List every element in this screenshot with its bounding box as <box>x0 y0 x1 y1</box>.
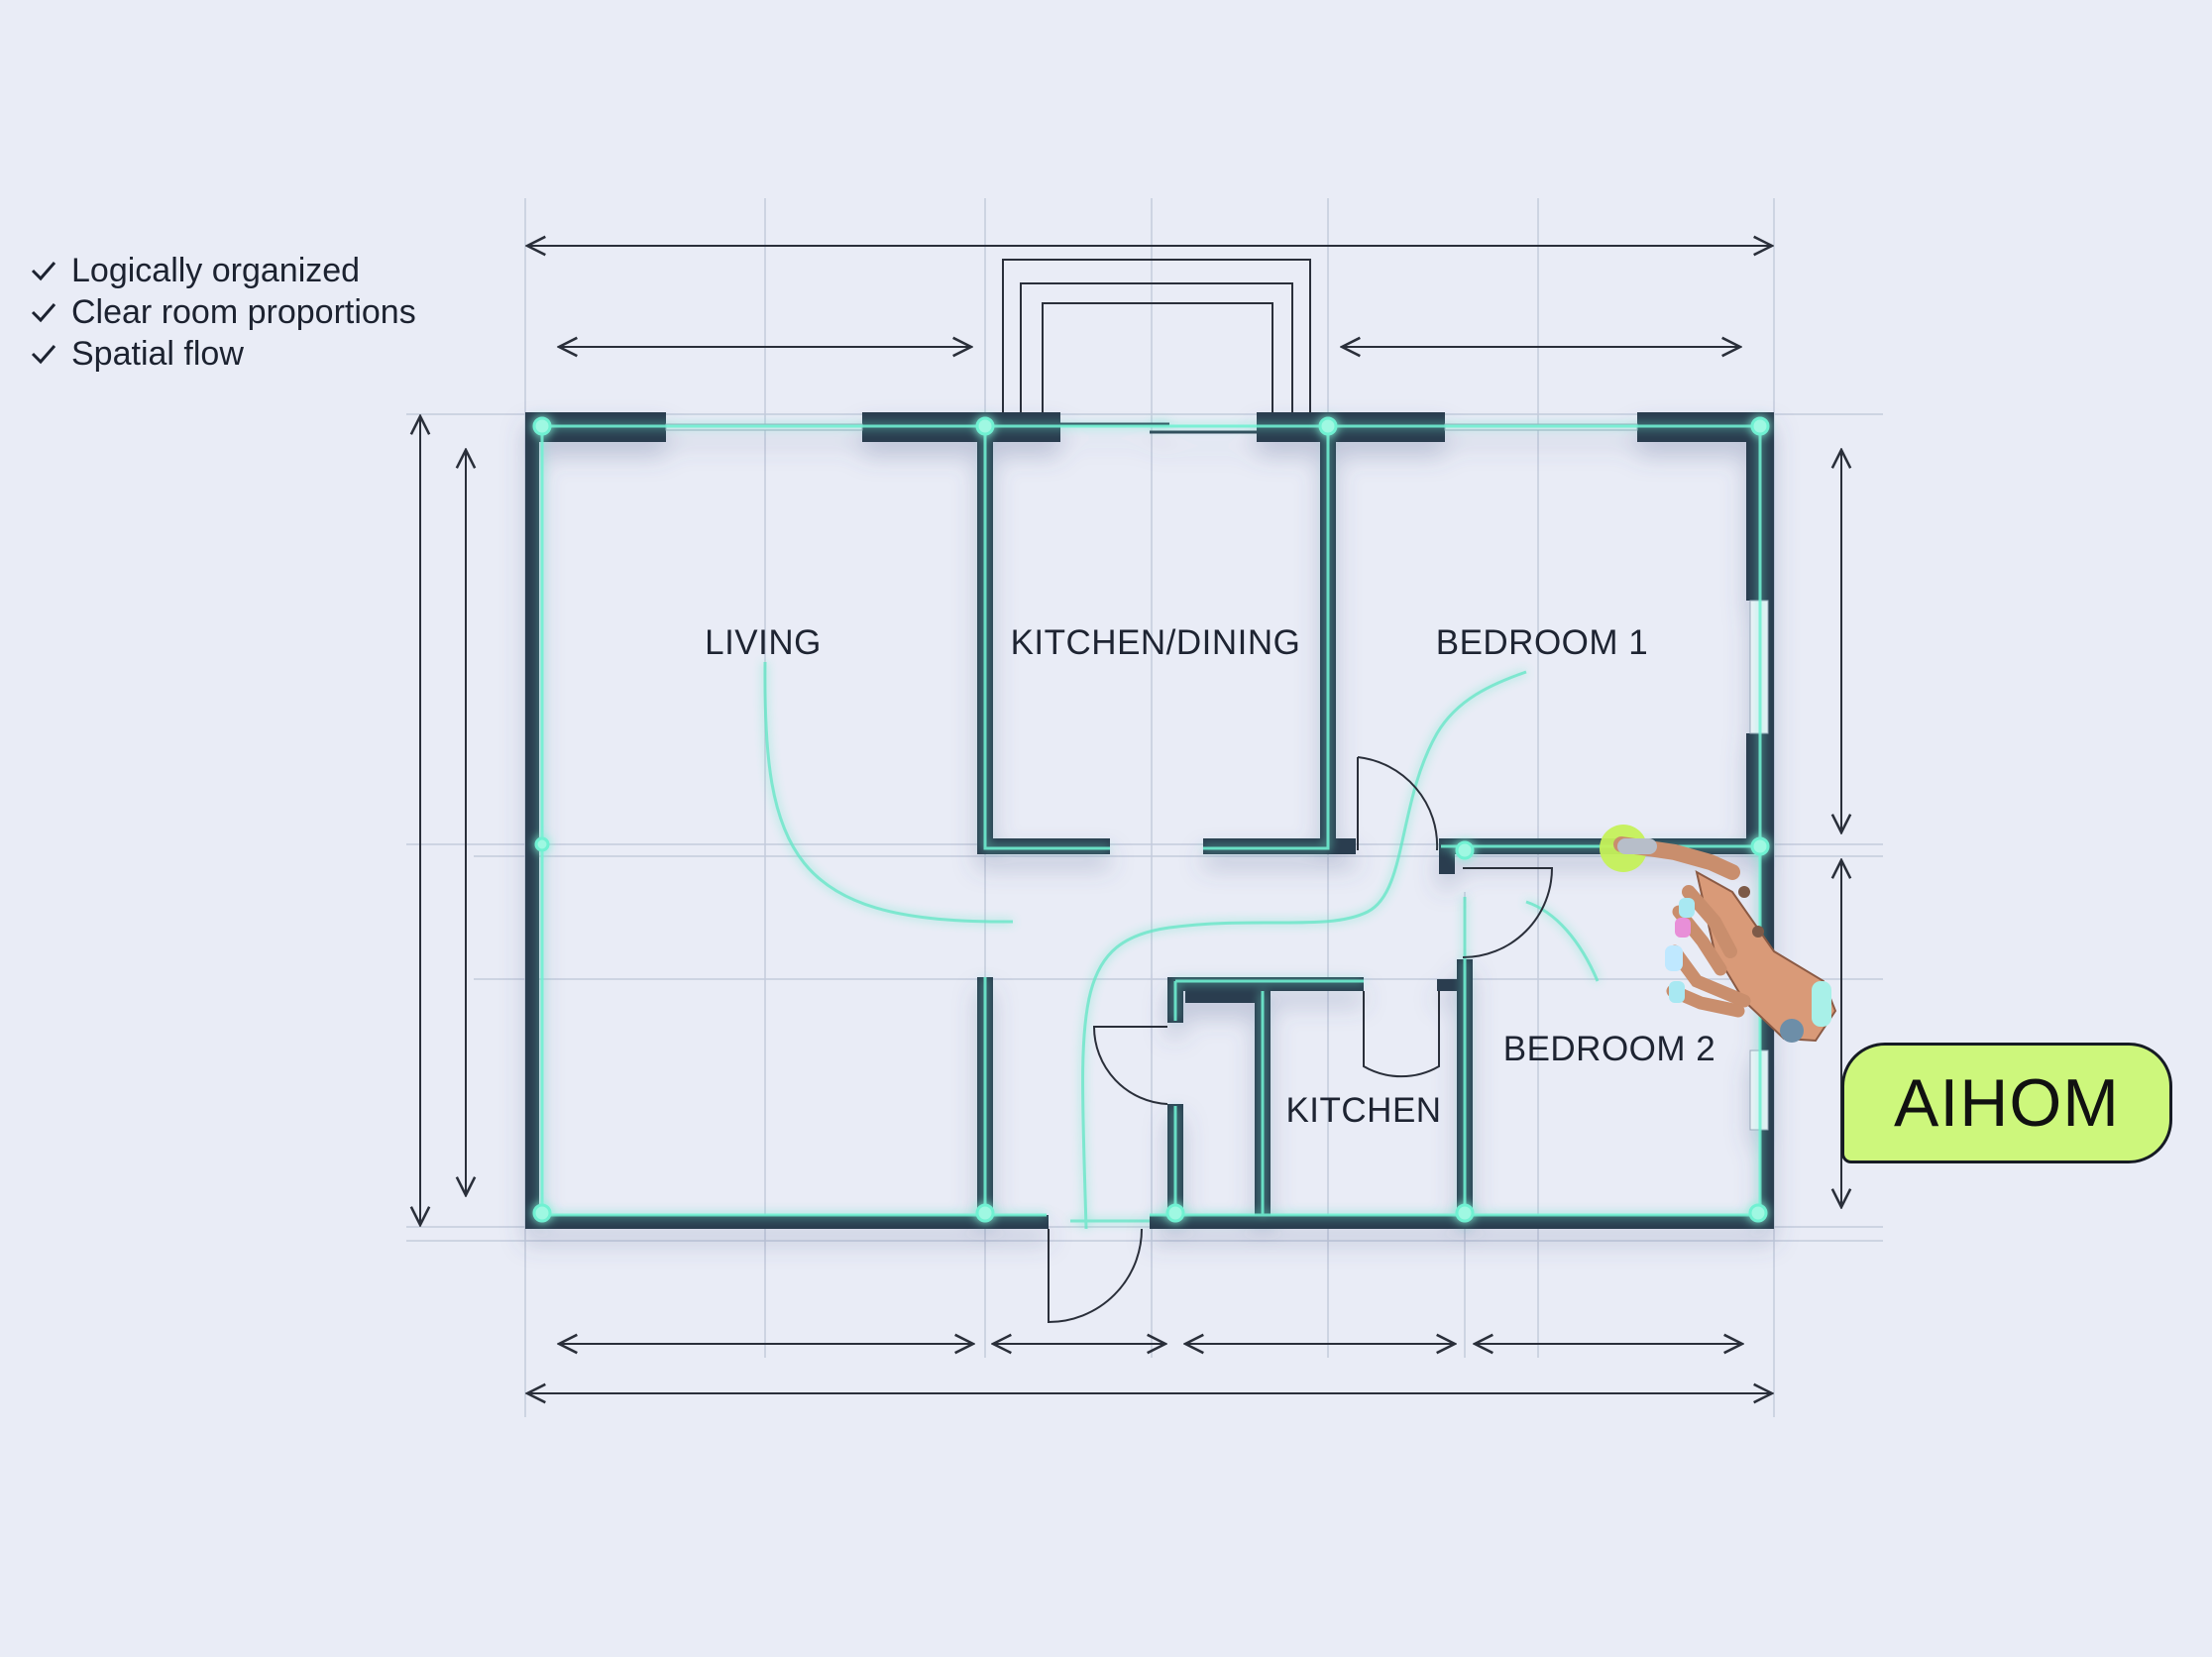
room-label-kitchen: KITCHEN <box>1285 1091 1441 1130</box>
feature-checklist: Logically organized Clear room proportio… <box>30 250 416 375</box>
checklist-item: Logically organized <box>30 250 416 291</box>
check-icon <box>31 345 56 365</box>
checklist-item: Spatial flow <box>30 333 416 375</box>
junction-nodes <box>532 416 1770 1223</box>
check-icon <box>31 303 56 323</box>
room-label-living: LIVING <box>705 623 822 662</box>
checklist-item-label: Clear room proportions <box>71 293 416 331</box>
entrance-porch <box>1002 259 1311 424</box>
walls <box>525 412 1774 1229</box>
robot-hand-icon <box>1613 836 1837 1043</box>
dimension-lines <box>420 246 1841 1393</box>
construction-grid <box>406 198 1883 1417</box>
brand-badge: AIHOM <box>1841 1043 2172 1163</box>
check-icon <box>31 262 56 281</box>
room-label-bedroom-2: BEDROOM 2 <box>1503 1030 1716 1068</box>
checklist-item-label: Logically organized <box>71 252 361 289</box>
door-swings <box>1048 756 1554 1324</box>
room-label-kitchen-dining: KITCHEN/DINING <box>1011 623 1301 662</box>
room-label-bedroom-1: BEDROOM 1 <box>1436 623 1649 662</box>
checklist-item-label: Spatial flow <box>71 335 244 373</box>
checklist-item: Clear room proportions <box>30 291 416 333</box>
